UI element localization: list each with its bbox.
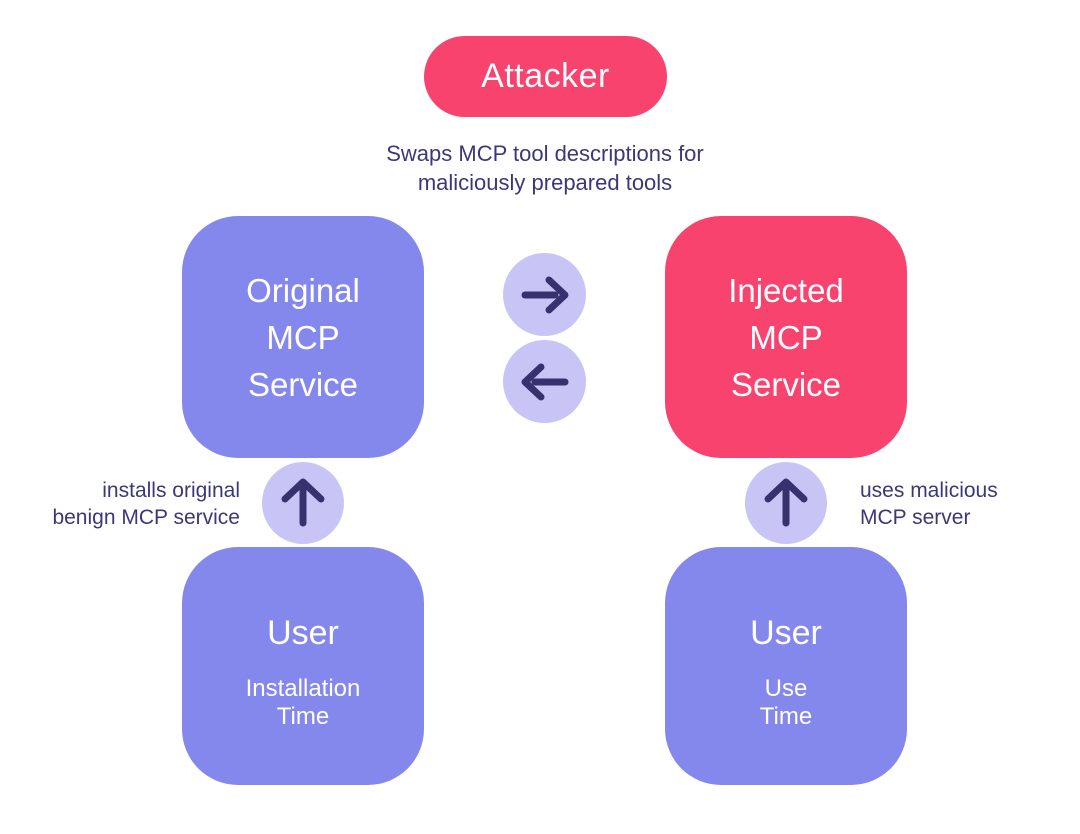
original-service-line3: Service bbox=[247, 365, 359, 403]
install-note-line2: benign MCP service bbox=[52, 506, 240, 529]
use-note-line2: MCP server bbox=[860, 506, 971, 529]
user-use-time-line2: Time bbox=[759, 703, 813, 730]
injected-service-line1: Injected bbox=[728, 271, 844, 309]
injected-mcp-service-node: Injected MCP Service bbox=[665, 216, 907, 458]
user-installation-node: User Installation Time bbox=[182, 547, 424, 785]
arrow-left-icon bbox=[521, 363, 568, 400]
install-note-line1: installs original bbox=[102, 479, 240, 502]
user-use-time-label: Use Time bbox=[760, 675, 812, 731]
swap-arrow-circle-top bbox=[503, 253, 586, 336]
user-use-time-line1: Use bbox=[764, 675, 808, 702]
original-service-line1: Original bbox=[246, 271, 360, 309]
swap-arrow-circle-bottom bbox=[503, 340, 586, 423]
install-arrow-circle bbox=[262, 462, 344, 544]
user-installation-time-label: Installation Time bbox=[246, 675, 361, 731]
arrow-up-icon bbox=[281, 478, 325, 527]
attack-description-line1: Swaps MCP tool descriptions for bbox=[386, 141, 704, 166]
attacker-label: Attacker bbox=[481, 57, 610, 95]
install-note: installs original benign MCP service bbox=[38, 477, 240, 531]
user-installation-title: User bbox=[267, 614, 339, 652]
user-installation-time-line1: Installation bbox=[245, 675, 361, 702]
attack-description: Swaps MCP tool descriptions for maliciou… bbox=[290, 139, 800, 197]
arrow-up-icon bbox=[764, 478, 808, 527]
user-installation-time-line2: Time bbox=[276, 703, 330, 730]
attacker-node: Attacker bbox=[424, 36, 667, 117]
use-note-line1: uses malicious bbox=[860, 479, 998, 502]
original-mcp-service-node: Original MCP Service bbox=[182, 216, 424, 458]
original-service-line2: MCP bbox=[266, 318, 340, 356]
user-use-title: User bbox=[750, 614, 822, 652]
injected-service-line3: Service bbox=[730, 365, 842, 403]
arrow-right-icon bbox=[521, 276, 568, 313]
use-note: uses malicious MCP server bbox=[860, 477, 1070, 531]
use-arrow-circle bbox=[745, 462, 827, 544]
user-use-node: User Use Time bbox=[665, 547, 907, 785]
attack-description-line2: maliciously prepared tools bbox=[417, 170, 673, 195]
injected-service-line2: MCP bbox=[749, 318, 823, 356]
